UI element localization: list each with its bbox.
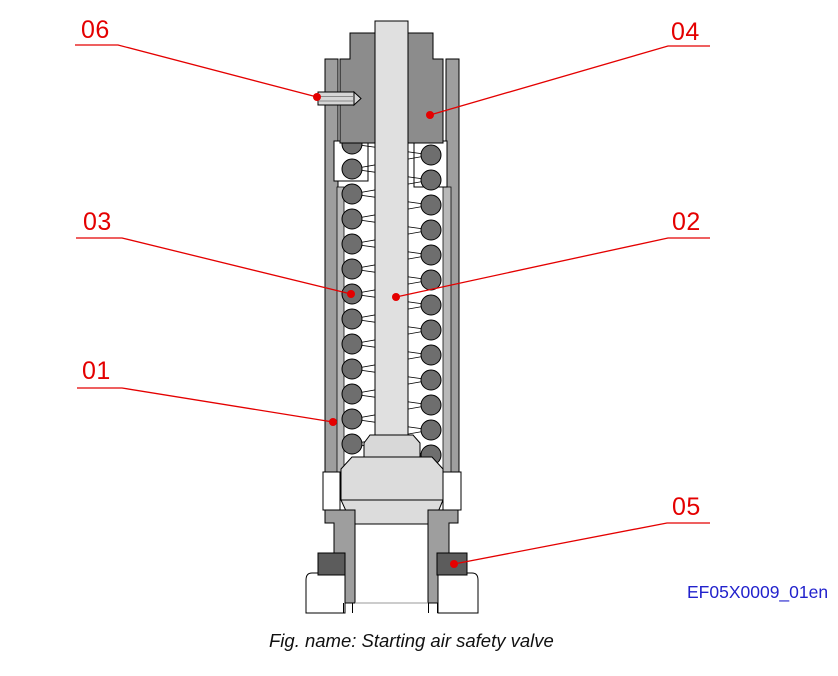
spring-coil-section xyxy=(341,233,363,255)
spring-coil-section xyxy=(341,208,363,230)
leader-line-03 xyxy=(76,237,352,295)
leader-dot-01 xyxy=(329,418,337,426)
spring-coil-section xyxy=(420,419,442,441)
spring-coil-section xyxy=(341,158,363,180)
spring-coil-section xyxy=(341,433,363,455)
leader-line-02 xyxy=(395,237,710,298)
leader-line-01 xyxy=(77,387,334,423)
callout-label-01: 01 xyxy=(82,357,111,385)
leader-line-06 xyxy=(75,44,318,98)
leader-line-05 xyxy=(453,522,710,565)
spacer-left xyxy=(322,471,341,511)
leader-dot-06 xyxy=(313,93,321,101)
guide-liner-right xyxy=(442,186,452,473)
callout-label-06: 06 xyxy=(81,16,110,44)
spring-coil-sections xyxy=(341,133,442,466)
leader-dot-04 xyxy=(426,111,434,119)
reference-code: EF05X0009_01en xyxy=(687,582,829,602)
spring-coil-section xyxy=(420,344,442,366)
spring-coil-section xyxy=(420,194,442,216)
leader-dot-03 xyxy=(347,290,355,298)
housing-wall-left xyxy=(324,58,339,473)
spring-coil-section xyxy=(341,183,363,205)
leader-dot-05 xyxy=(450,560,458,568)
leader-line-04 xyxy=(429,45,710,116)
spindle-collar xyxy=(363,434,421,458)
spring-coil-section xyxy=(341,358,363,380)
callout-label-04: 04 xyxy=(671,18,700,46)
callout-label-05: 05 xyxy=(672,493,701,521)
spring-coil-section xyxy=(420,144,442,166)
spring-coil-section xyxy=(420,394,442,416)
spring-coil-section xyxy=(420,294,442,316)
callout-label-02: 02 xyxy=(672,208,701,236)
clamp-nut-left xyxy=(317,552,346,576)
leader-dot-02 xyxy=(392,293,400,301)
valve-spindle xyxy=(374,20,409,436)
locking-pin xyxy=(317,90,362,107)
spring-wire-lines xyxy=(351,143,432,456)
flange-body-right xyxy=(437,572,479,614)
callout-label-03: 03 xyxy=(83,208,112,236)
spring-coil-section xyxy=(420,244,442,266)
spring-coil-section xyxy=(341,308,363,330)
spring-coil-section xyxy=(341,408,363,430)
figure-caption: Fig. name: Starting air safety valve xyxy=(269,630,554,651)
spacer-right xyxy=(442,471,462,511)
spring-coil-section xyxy=(341,383,363,405)
spring-coil-section xyxy=(420,319,442,341)
valve-disc-body xyxy=(340,456,444,501)
flange-body-left xyxy=(305,572,346,614)
spring-coil-section xyxy=(420,369,442,391)
guide-liner-left xyxy=(336,186,345,473)
spring-coil-section xyxy=(420,269,442,291)
spring-coil-section xyxy=(341,333,363,355)
spring-coil-section xyxy=(420,169,442,191)
spring-coil-section xyxy=(420,219,442,241)
spring-coil-section xyxy=(341,258,363,280)
